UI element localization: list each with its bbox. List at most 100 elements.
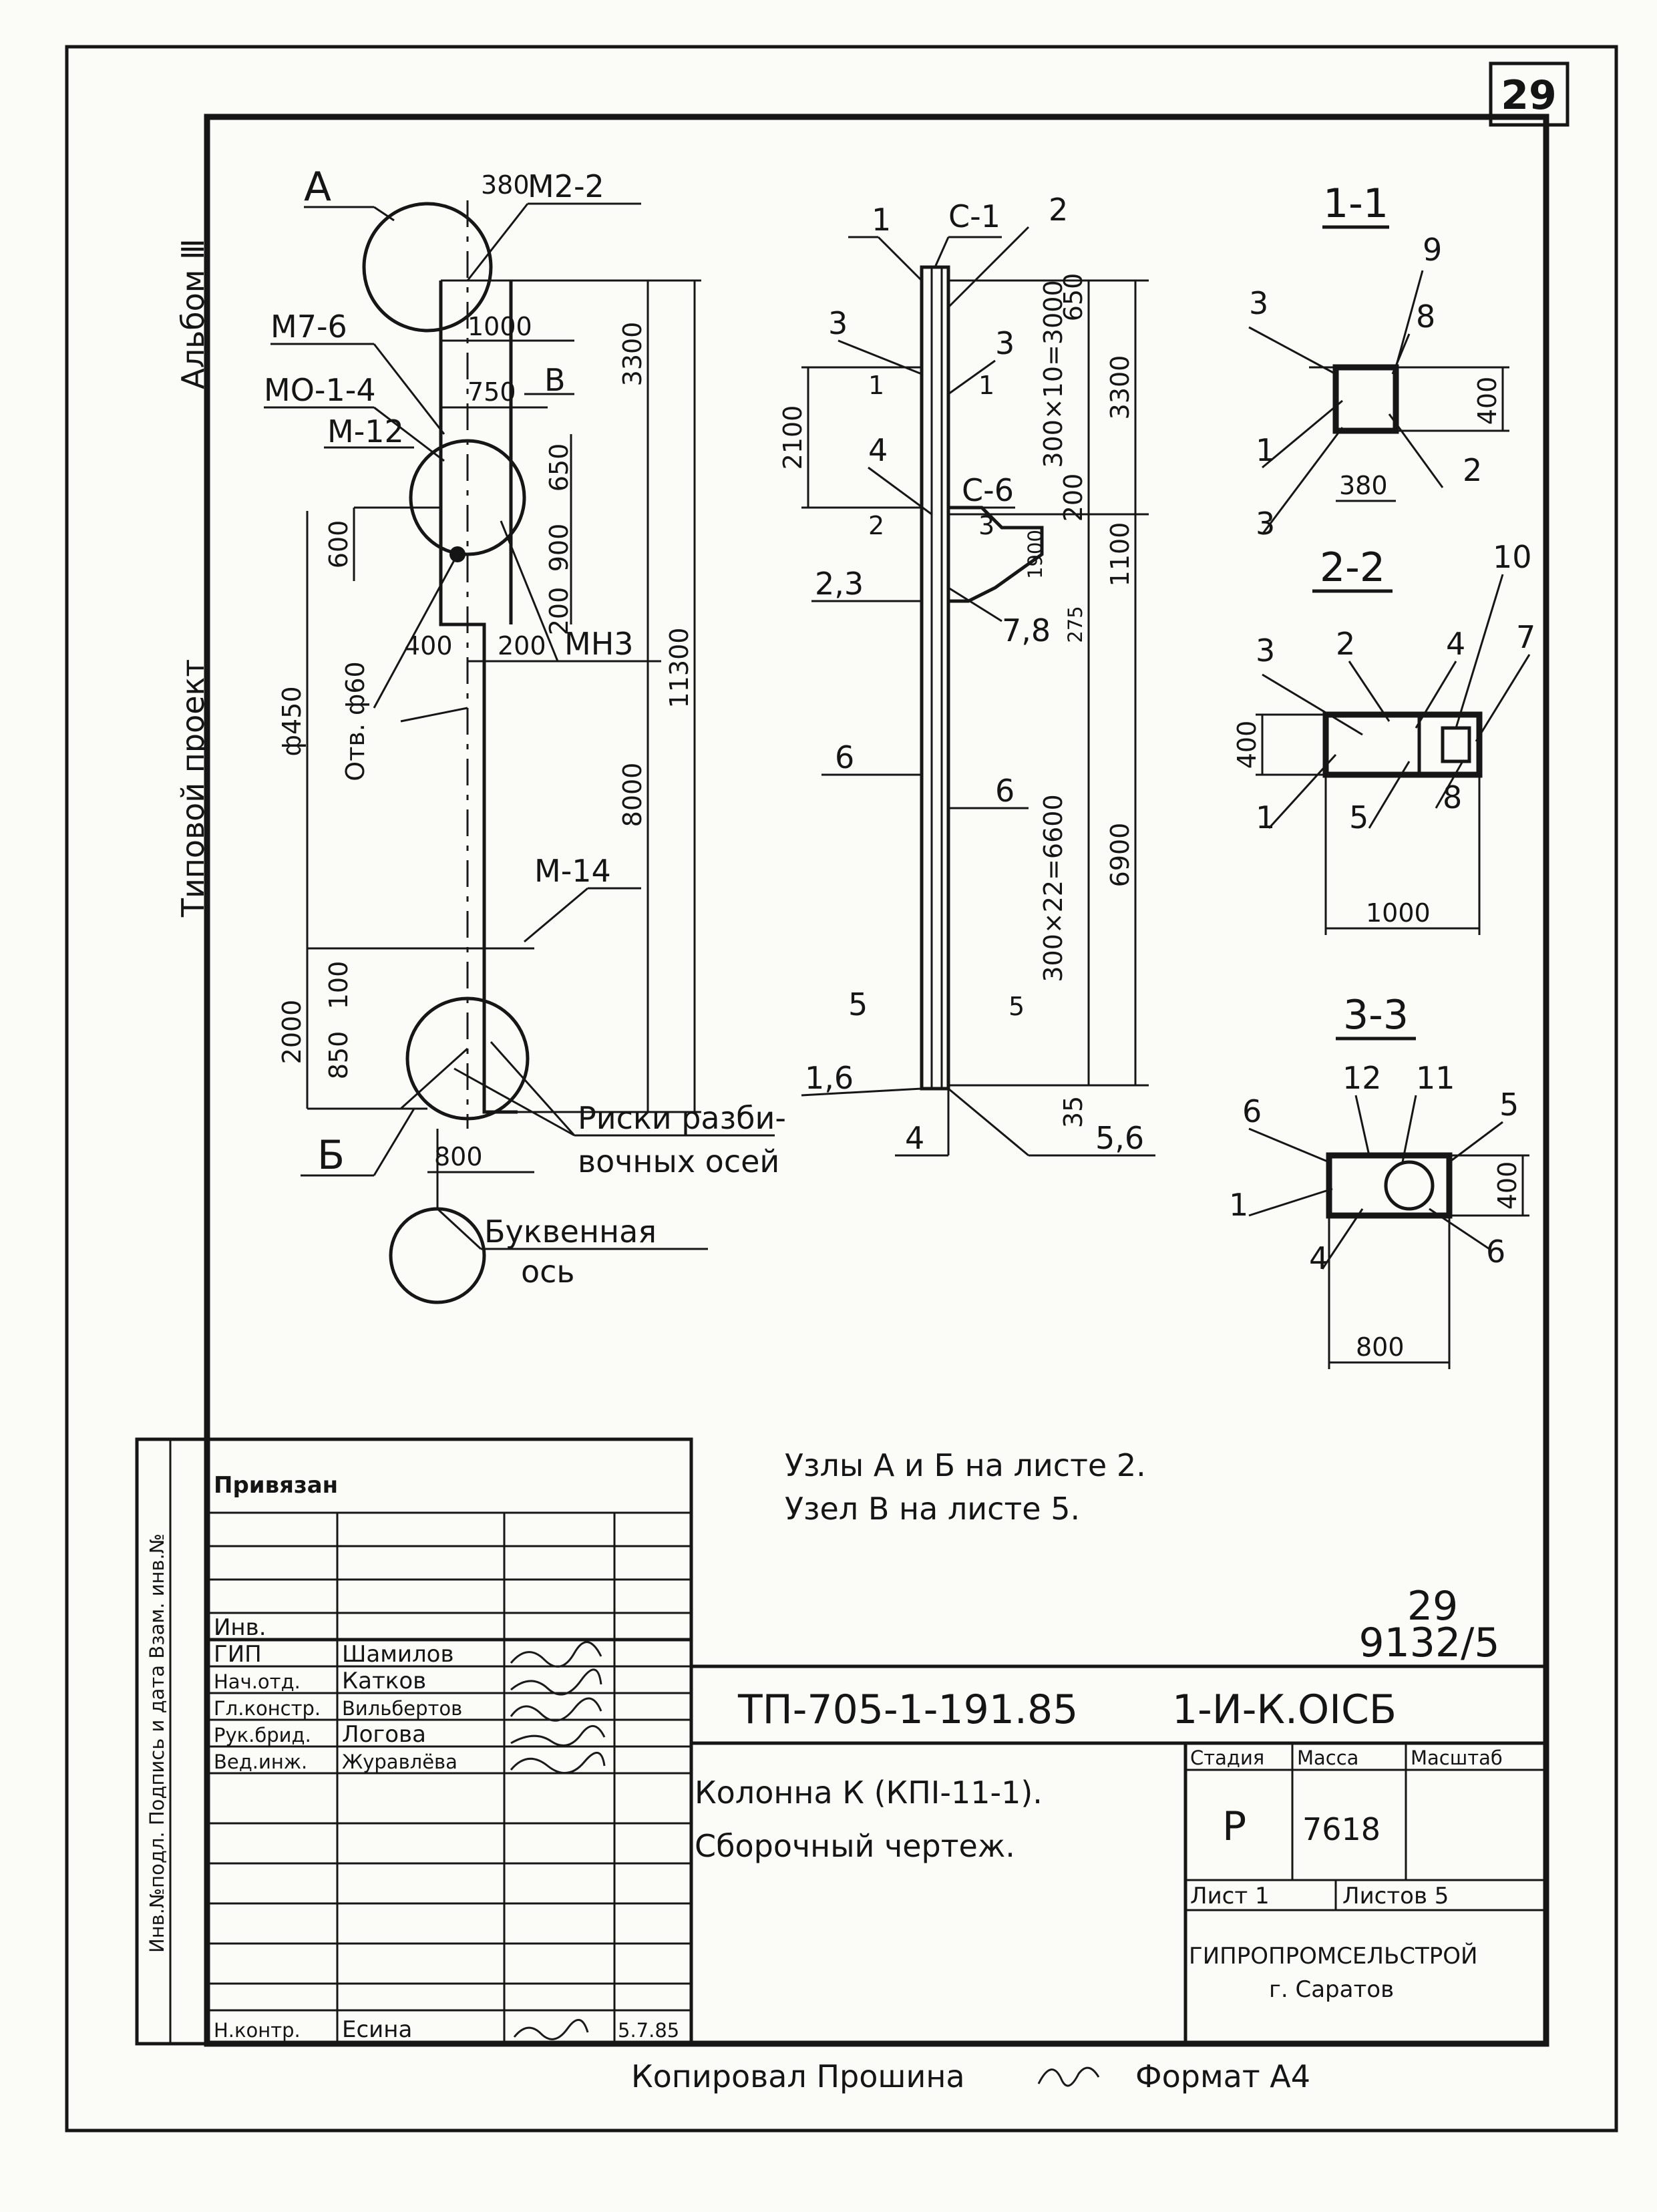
- rf-label-1: 1: [872, 202, 891, 238]
- rf-label-16: 1,6: [805, 1060, 854, 1096]
- stamp-sheet-no: 29: [1407, 1583, 1458, 1630]
- left-strip: [135, 1437, 209, 2046]
- signature-shamilov: [510, 1641, 602, 1668]
- axis-mark-1: [399, 1047, 469, 1110]
- dim-100: 100: [324, 961, 353, 1010]
- node-b-label: Б: [317, 1132, 345, 1179]
- scale-label: Масштаб: [1411, 1746, 1503, 1769]
- main-stamp: [689, 1664, 1548, 2046]
- rf-label-56: 5,6: [1095, 1120, 1144, 1156]
- node-b-leader: [373, 1108, 415, 1176]
- section-mark-5-left: 5: [848, 986, 868, 1023]
- dim-1000: 1000: [468, 312, 532, 341]
- rf-label-4b: 4: [905, 1120, 924, 1156]
- rf-dim-2100: 2100: [778, 405, 807, 470]
- rf-dim-6600: 300×22=6600: [1039, 794, 1068, 982]
- column-body: [920, 265, 950, 1091]
- rf-leader-2: [947, 226, 1030, 309]
- section-mark-3: 3: [978, 511, 994, 540]
- section-1-outline: [1332, 364, 1399, 434]
- rf-leader-78: [948, 586, 1002, 622]
- dim-800: 800: [434, 1142, 483, 1171]
- s2-dim-1000: 1000: [1366, 898, 1431, 928]
- dim-d450: ф450: [277, 686, 307, 756]
- section-2-2: 2-2 3 2 4 10 7 1 5 8 400 1000: [1232, 539, 1535, 935]
- rf-dim-3000: 300×10=3000: [1039, 280, 1068, 468]
- node-a-leader: [373, 206, 395, 222]
- role-chief-designer: Гл.констр.: [214, 1697, 321, 1720]
- s1-label-1: 1: [1256, 432, 1275, 468]
- console-outline: [948, 506, 1044, 603]
- node-v-label: В: [544, 362, 566, 398]
- s3-label-6: 6: [1242, 1093, 1262, 1129]
- s2-leader-5: [1368, 761, 1411, 829]
- s3-leader-6b: [1429, 1208, 1490, 1250]
- m22-leader: [466, 203, 529, 281]
- title-block: 29 9132/5 Привязан Инв. Инв.№подл. Подпи…: [135, 1437, 1548, 2094]
- name-logova: Логова: [342, 1721, 426, 1748]
- rf-label-23: 2,3: [815, 566, 864, 602]
- signature-zhuravleva: [510, 1752, 606, 1775]
- rf-label-c6: С-6: [962, 472, 1014, 508]
- s2-leader-2: [1348, 661, 1391, 722]
- dim-400: 400: [404, 631, 453, 661]
- s2-leader-10: [1455, 574, 1504, 729]
- role-gip: ГИП: [214, 1641, 262, 1668]
- letter-axis-note-line2: ось: [521, 1254, 575, 1290]
- mn3-label: МН3: [564, 626, 634, 662]
- reinforcement-view: 1 С-1 2 3 3 4 С-6 2,3 7,8 6 6 1,6 4 5,6 …: [778, 192, 1155, 1157]
- letter-axis-note-line1: Буквенная: [484, 1214, 657, 1250]
- s1-label-3: 3: [1249, 285, 1268, 321]
- rf-leader-3: [838, 339, 922, 375]
- dim-900: 900: [544, 524, 574, 572]
- title-line-1: Колонна К (КПІ-11-1).: [695, 1775, 1043, 1811]
- copier-signature: [1037, 2066, 1100, 2087]
- m76-leader: [373, 343, 445, 435]
- section-mark-5-right: 5: [1008, 992, 1025, 1021]
- stage-value: Р: [1222, 1803, 1246, 1850]
- section-mark-1-right: 1: [978, 371, 994, 400]
- dim-2000: 2000: [277, 1000, 307, 1065]
- rf-dim-3300: 3300: [1105, 355, 1135, 420]
- s3-dim-400: 400: [1493, 1161, 1522, 1210]
- s3-label-11: 11: [1416, 1060, 1455, 1096]
- hole-leader: [373, 554, 459, 709]
- dim-8000: 8000: [618, 763, 647, 827]
- section-mark-2: 2: [868, 511, 884, 540]
- mn3-leader: [500, 520, 559, 662]
- s3-leader-11: [1401, 1095, 1417, 1163]
- rf-dim-200: 200: [1059, 474, 1088, 522]
- rf-underline-16: [801, 1087, 922, 1097]
- s2-leader-8: [1435, 761, 1464, 809]
- signature-vilbertov: [510, 1697, 602, 1722]
- axes-note-line2: вочных осей: [578, 1143, 779, 1179]
- rf-dim-6900: 6900: [1105, 823, 1135, 888]
- rf-label-6b: 6: [995, 773, 1015, 809]
- s1-leader-3: [1248, 326, 1336, 375]
- s1-label-2: 2: [1463, 452, 1482, 488]
- note-node-v: Узел В на листе 5.: [785, 1491, 1080, 1527]
- s2-label-7: 7: [1516, 619, 1535, 655]
- section-3-title: 3-3: [1343, 992, 1409, 1039]
- rf-leader-c1: [934, 236, 950, 268]
- rf-leader-4: [868, 466, 932, 516]
- s3-label-4: 4: [1309, 1240, 1328, 1276]
- s3-dim-800: 800: [1356, 1332, 1405, 1362]
- name-katkov: Катков: [342, 1668, 426, 1694]
- paper-format: Формат А4: [1135, 2058, 1310, 2094]
- rf-dim-1900: 1900: [1024, 530, 1047, 579]
- name-esina: Есина: [342, 2016, 412, 2043]
- s3-label-1: 1: [1229, 1187, 1248, 1223]
- rf-dim-275: 275: [1064, 606, 1087, 642]
- s1-dim-380: 380: [1339, 471, 1388, 500]
- date-esina: 5.7.85: [618, 2019, 679, 2042]
- name-zhuravleva: Журавлёва: [342, 1750, 457, 1773]
- left-strip-label: Инв.№подл. Подпись и дата Взам. инв.№: [146, 1533, 168, 1953]
- note-nodes-a-b: Узлы А и Б на листе 2.: [785, 1447, 1146, 1483]
- section-3-hole: [1384, 1160, 1435, 1211]
- rf-label-3b: 3: [995, 325, 1015, 361]
- s2-label-3: 3: [1256, 632, 1275, 669]
- s2-label-8: 8: [1443, 779, 1462, 815]
- name-shamilov: Шамилов: [342, 1641, 454, 1668]
